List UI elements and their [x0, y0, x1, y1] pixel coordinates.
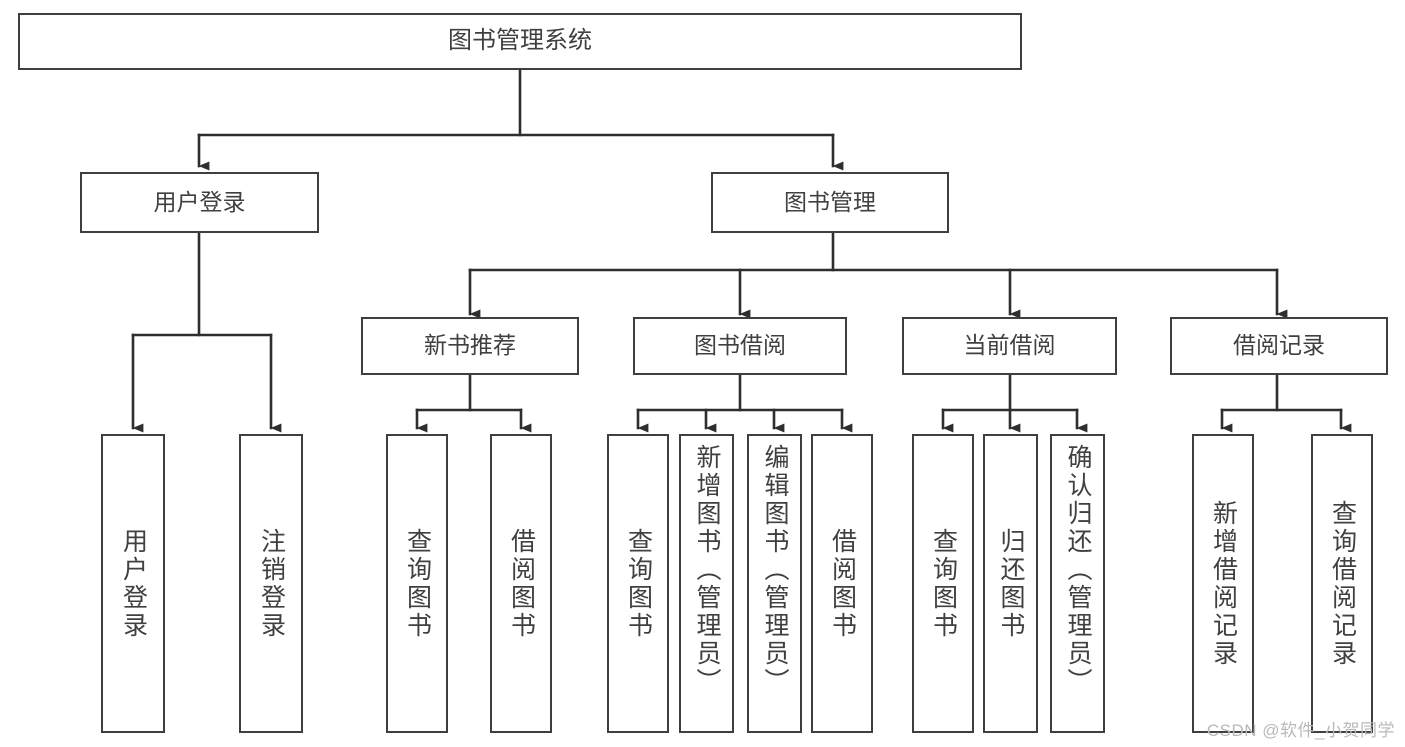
node-label: 编辑图书（管理员）: [761, 444, 789, 696]
leaf-borrow-edit-book-admin[interactable]: 编辑图书（管理员）: [747, 434, 802, 733]
node-current-borrow[interactable]: 当前借阅: [902, 317, 1117, 375]
leaf-recommend-query-book[interactable]: 查询图书: [386, 434, 448, 733]
leaf-record-add[interactable]: 新增借阅记录: [1192, 434, 1254, 733]
node-label: 查询图书: [929, 527, 958, 640]
watermark-text: CSDN @软件_小贺同学: [1206, 721, 1395, 740]
node-book-borrow[interactable]: 图书借阅: [633, 317, 847, 375]
node-label: 用户登录: [153, 188, 246, 215]
leaf-logout[interactable]: 注销登录: [239, 434, 303, 733]
node-label: 借阅图书: [507, 527, 536, 640]
node-label: 用户登录: [119, 527, 148, 640]
node-label: 注销登录: [257, 527, 286, 640]
leaf-recommend-borrow-book[interactable]: 借阅图书: [490, 434, 552, 733]
node-label: 查询图书: [403, 527, 432, 640]
node-label: 新书推荐: [424, 332, 516, 359]
node-label: 查询图书: [624, 527, 653, 640]
node-book-management-system[interactable]: 图书管理系统: [18, 13, 1022, 70]
node-borrow-record[interactable]: 借阅记录: [1170, 317, 1388, 375]
node-label: 新增借阅记录: [1209, 499, 1238, 668]
leaf-borrow-borrow-book[interactable]: 借阅图书: [811, 434, 873, 733]
node-label: 图书管理系统: [448, 27, 592, 55]
leaf-current-return-book[interactable]: 归还图书: [983, 434, 1038, 733]
leaf-current-query-book[interactable]: 查询图书: [912, 434, 974, 733]
leaf-borrow-add-book-admin[interactable]: 新增图书（管理员）: [679, 434, 734, 733]
node-label: 查询借阅记录: [1328, 499, 1357, 668]
node-new-book-recommendation[interactable]: 新书推荐: [361, 317, 579, 375]
node-user-login[interactable]: 用户登录: [80, 172, 319, 233]
node-label: 借阅记录: [1233, 332, 1325, 359]
node-book-management[interactable]: 图书管理: [711, 172, 949, 233]
leaf-current-confirm-return-admin[interactable]: 确认归还（管理员）: [1050, 434, 1105, 733]
leaf-record-query[interactable]: 查询借阅记录: [1311, 434, 1373, 733]
leaf-user-login[interactable]: 用户登录: [101, 434, 165, 733]
node-label: 确认归还（管理员）: [1064, 444, 1092, 696]
node-label: 图书管理: [784, 188, 876, 215]
node-label: 图书借阅: [694, 332, 786, 359]
node-label: 归还图书: [997, 527, 1025, 640]
node-label: 借阅图书: [828, 527, 857, 640]
node-label: 当前借阅: [963, 332, 1056, 359]
leaf-borrow-query-book[interactable]: 查询图书: [607, 434, 669, 733]
node-label: 新增图书（管理员）: [693, 444, 721, 696]
